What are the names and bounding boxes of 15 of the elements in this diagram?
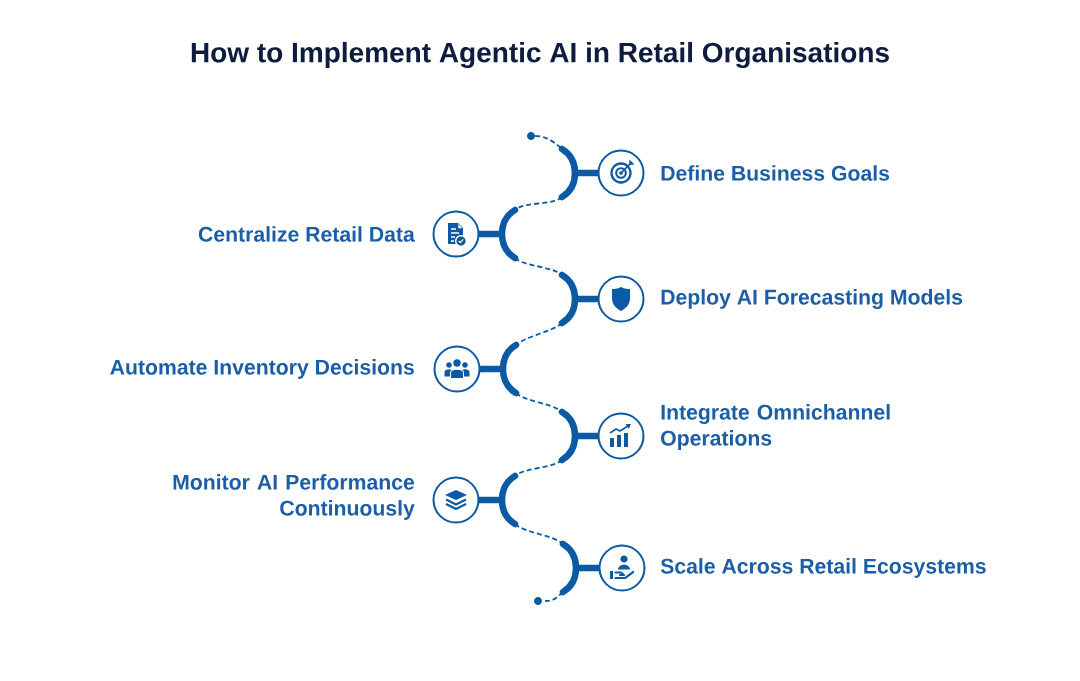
dashed-connector — [515, 322, 563, 346]
diagram-title: How to Implement Agentic AI in Retail Organisations — [191, 41, 889, 69]
dashed-connector — [514, 523, 564, 545]
dashed-connector — [515, 392, 563, 413]
dashed-connector — [514, 257, 563, 276]
step-label: Deploy AI Forecasting Models — [661, 289, 963, 309]
step-label: Centralize Retail Data — [198, 226, 415, 242]
step-label: Define Business Goals — [661, 165, 890, 181]
dashed-connector — [534, 135, 563, 150]
step-label: Monitor AI Performance Continuously — [173, 474, 415, 520]
dashed-connector — [514, 459, 563, 477]
step-label: Integrate Omnichannel Operations — [661, 404, 890, 450]
dashed-connector — [514, 196, 563, 211]
step-label: Scale Across Retail Ecosystems — [660, 558, 986, 578]
step-label: Automate Inventory Decisions — [110, 359, 414, 379]
